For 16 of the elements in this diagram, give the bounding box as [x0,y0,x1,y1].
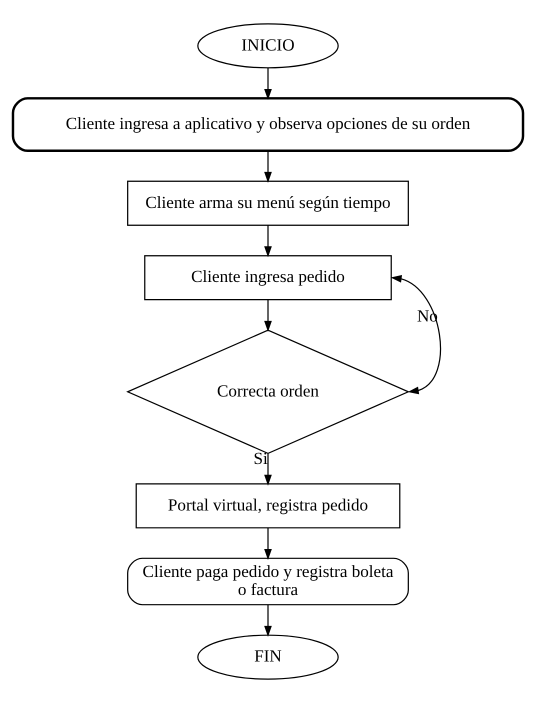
arrow [264,604,272,636]
arrow [264,527,272,560]
arrow [264,67,272,100]
arrow [264,299,272,332]
arrow [264,224,272,257]
arrow [264,150,272,182]
node-box: Cliente ingresa pedido [144,254,392,300]
node-box: Cliente ingresa a aplicativo y observa opciones de su orden [12,96,524,152]
arrow [390,274,442,394]
node-box: Cliente arma su menú según tiempo [127,180,409,226]
node-ellipse: INICIO [197,22,339,68]
arrow [264,453,272,486]
node-box: Cliente paga pedido y registra boleta o factura [127,557,409,605]
node-box: Portal virtual, registra pedido [136,482,400,528]
node-diamond: Correcta orden [126,328,410,454]
node-ellipse: FIN [197,634,339,680]
